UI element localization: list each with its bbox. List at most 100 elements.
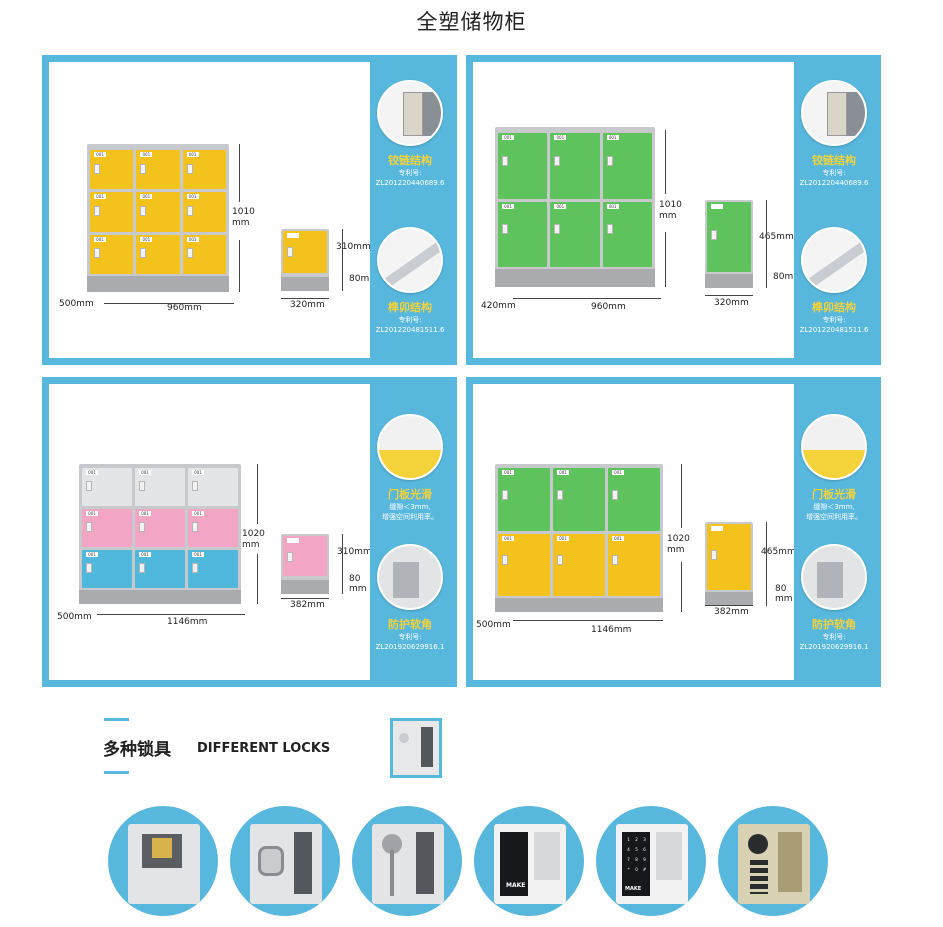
door-lock-icon — [139, 563, 145, 574]
door-lock-icon — [186, 163, 193, 174]
soft-corner-photo-icon — [801, 544, 867, 610]
door-lock-icon — [94, 163, 100, 174]
feature-smooth-door: 门板光滑 缝隙＜3mm, 增强空间利用率。 — [370, 414, 450, 522]
locker-door: 001 — [82, 509, 132, 547]
dim-base-height: 80mm — [349, 274, 378, 284]
door-lock-icon — [139, 481, 145, 492]
door-number-label: 001 — [612, 535, 624, 541]
door-number-label: 001 — [86, 470, 98, 475]
door-lock-icon — [86, 563, 92, 574]
feature-mortise: 榫卯结构 专利号: ZL201220481511.6 — [370, 227, 450, 335]
door-lock-icon — [186, 206, 193, 217]
door-number-label: 001 — [94, 152, 106, 157]
locker-door: 001 — [498, 201, 548, 267]
door-lock-icon — [86, 481, 92, 492]
rfid-lock: MAKE — [474, 806, 584, 916]
locker-door: 001 — [553, 533, 605, 596]
dim-width: 1146mm — [167, 617, 208, 627]
dim-single-width: 320mm — [290, 300, 325, 310]
feature-mortise: 榫卯结构 专利号: ZL201220481511.6 — [794, 227, 874, 335]
door-number-label: 001 — [139, 511, 151, 516]
door-lock-icon — [554, 224, 561, 235]
locker-single-green — [705, 200, 753, 288]
locks-section-subtitle: DIFFERENT LOCKS — [197, 741, 331, 756]
locker-door: 001 — [498, 468, 550, 531]
feature-sidebar: 铰链结构 专利号: ZL201220440689.6 榫卯结构 专利号: ZL2… — [794, 62, 874, 358]
door-number-label: 001 — [186, 236, 199, 242]
feature-soft-corner: 防护软角 专利号: ZL201920629916.1 — [370, 544, 450, 652]
door-number-label: 001 — [192, 470, 204, 475]
locker-door: 001 — [608, 468, 660, 531]
door-lock-icon — [612, 555, 618, 566]
door-number-label: 001 — [192, 552, 204, 557]
dim-door-height: 310mm — [337, 547, 372, 557]
locker-door: 001 — [136, 150, 180, 190]
locker-door: 001 — [90, 234, 134, 274]
dim-width: 960mm — [591, 302, 626, 312]
hinge-photo-icon — [801, 80, 867, 146]
door-number-label: 001 — [186, 152, 199, 157]
feature-smooth-door: 门板光滑 缝隙＜3mm, 增强空间利用率。 — [794, 414, 874, 522]
key-lock — [352, 806, 462, 916]
dim-depth: 500mm — [57, 612, 92, 622]
door-lock-icon — [606, 224, 613, 235]
door-number-label: 001 — [554, 135, 567, 140]
door-lock-icon — [94, 248, 100, 259]
door-lock-icon — [606, 155, 613, 166]
smooth-door-photo-icon — [801, 414, 867, 480]
locker-door: 001 — [188, 509, 238, 547]
door-lock-icon — [140, 206, 147, 217]
door-number-label: 001 — [606, 203, 619, 209]
door-number-label: 001 — [94, 236, 106, 242]
door-lock-icon — [554, 155, 561, 166]
locker-door: 001 — [90, 192, 134, 232]
locker-door: 001 — [553, 468, 605, 531]
door-number-label: 001 — [140, 236, 153, 242]
locker-door: 001 — [136, 234, 180, 274]
locker-door: 001 — [82, 468, 132, 506]
locker-door: 001 — [550, 201, 600, 267]
locker-door: 001 — [498, 533, 550, 596]
feature-sidebar: 铰链结构 专利号: ZL201220440689.6 榫卯结构 专利号: ZL2… — [370, 62, 450, 358]
dim-depth: 500mm — [59, 299, 94, 309]
door-number-label: 001 — [557, 535, 569, 541]
locker-door: 001 — [182, 234, 226, 274]
locks-section-title: 多种锁具 — [103, 740, 171, 760]
door-lock-icon — [557, 555, 563, 566]
soft-corner-photo-icon — [377, 544, 443, 610]
door-number-label: 001 — [502, 535, 514, 541]
door-number-label: 001 — [139, 552, 151, 557]
door-number-label: 001 — [606, 135, 619, 140]
smooth-door-photo-icon — [377, 414, 443, 480]
section-accent-bar — [104, 771, 129, 774]
door-lock-icon — [186, 248, 193, 259]
door-number-label: 001 — [186, 194, 199, 200]
locker-door: 001 — [135, 509, 185, 547]
door-lock-icon — [86, 522, 92, 533]
locker-single-pink — [281, 534, 329, 594]
feature-soft-corner: 防护软角 专利号: ZL201920629916.1 — [794, 544, 874, 652]
door-number-label: 001 — [502, 135, 514, 140]
dim-single-width: 382mm — [290, 600, 325, 610]
feature-hinge: 铰链结构 专利号: ZL201220440689.6 — [794, 80, 874, 188]
locker-door: 001 — [498, 133, 548, 199]
locker-door: 001 — [82, 550, 132, 588]
locker-door: 001 — [90, 150, 134, 190]
page-title: 全塑储物柜 — [416, 10, 527, 34]
hinge-photo-icon — [377, 80, 443, 146]
door-number-label: 001 — [86, 552, 98, 557]
door-number-label: 001 — [554, 203, 567, 209]
door-lock-icon — [502, 555, 508, 566]
